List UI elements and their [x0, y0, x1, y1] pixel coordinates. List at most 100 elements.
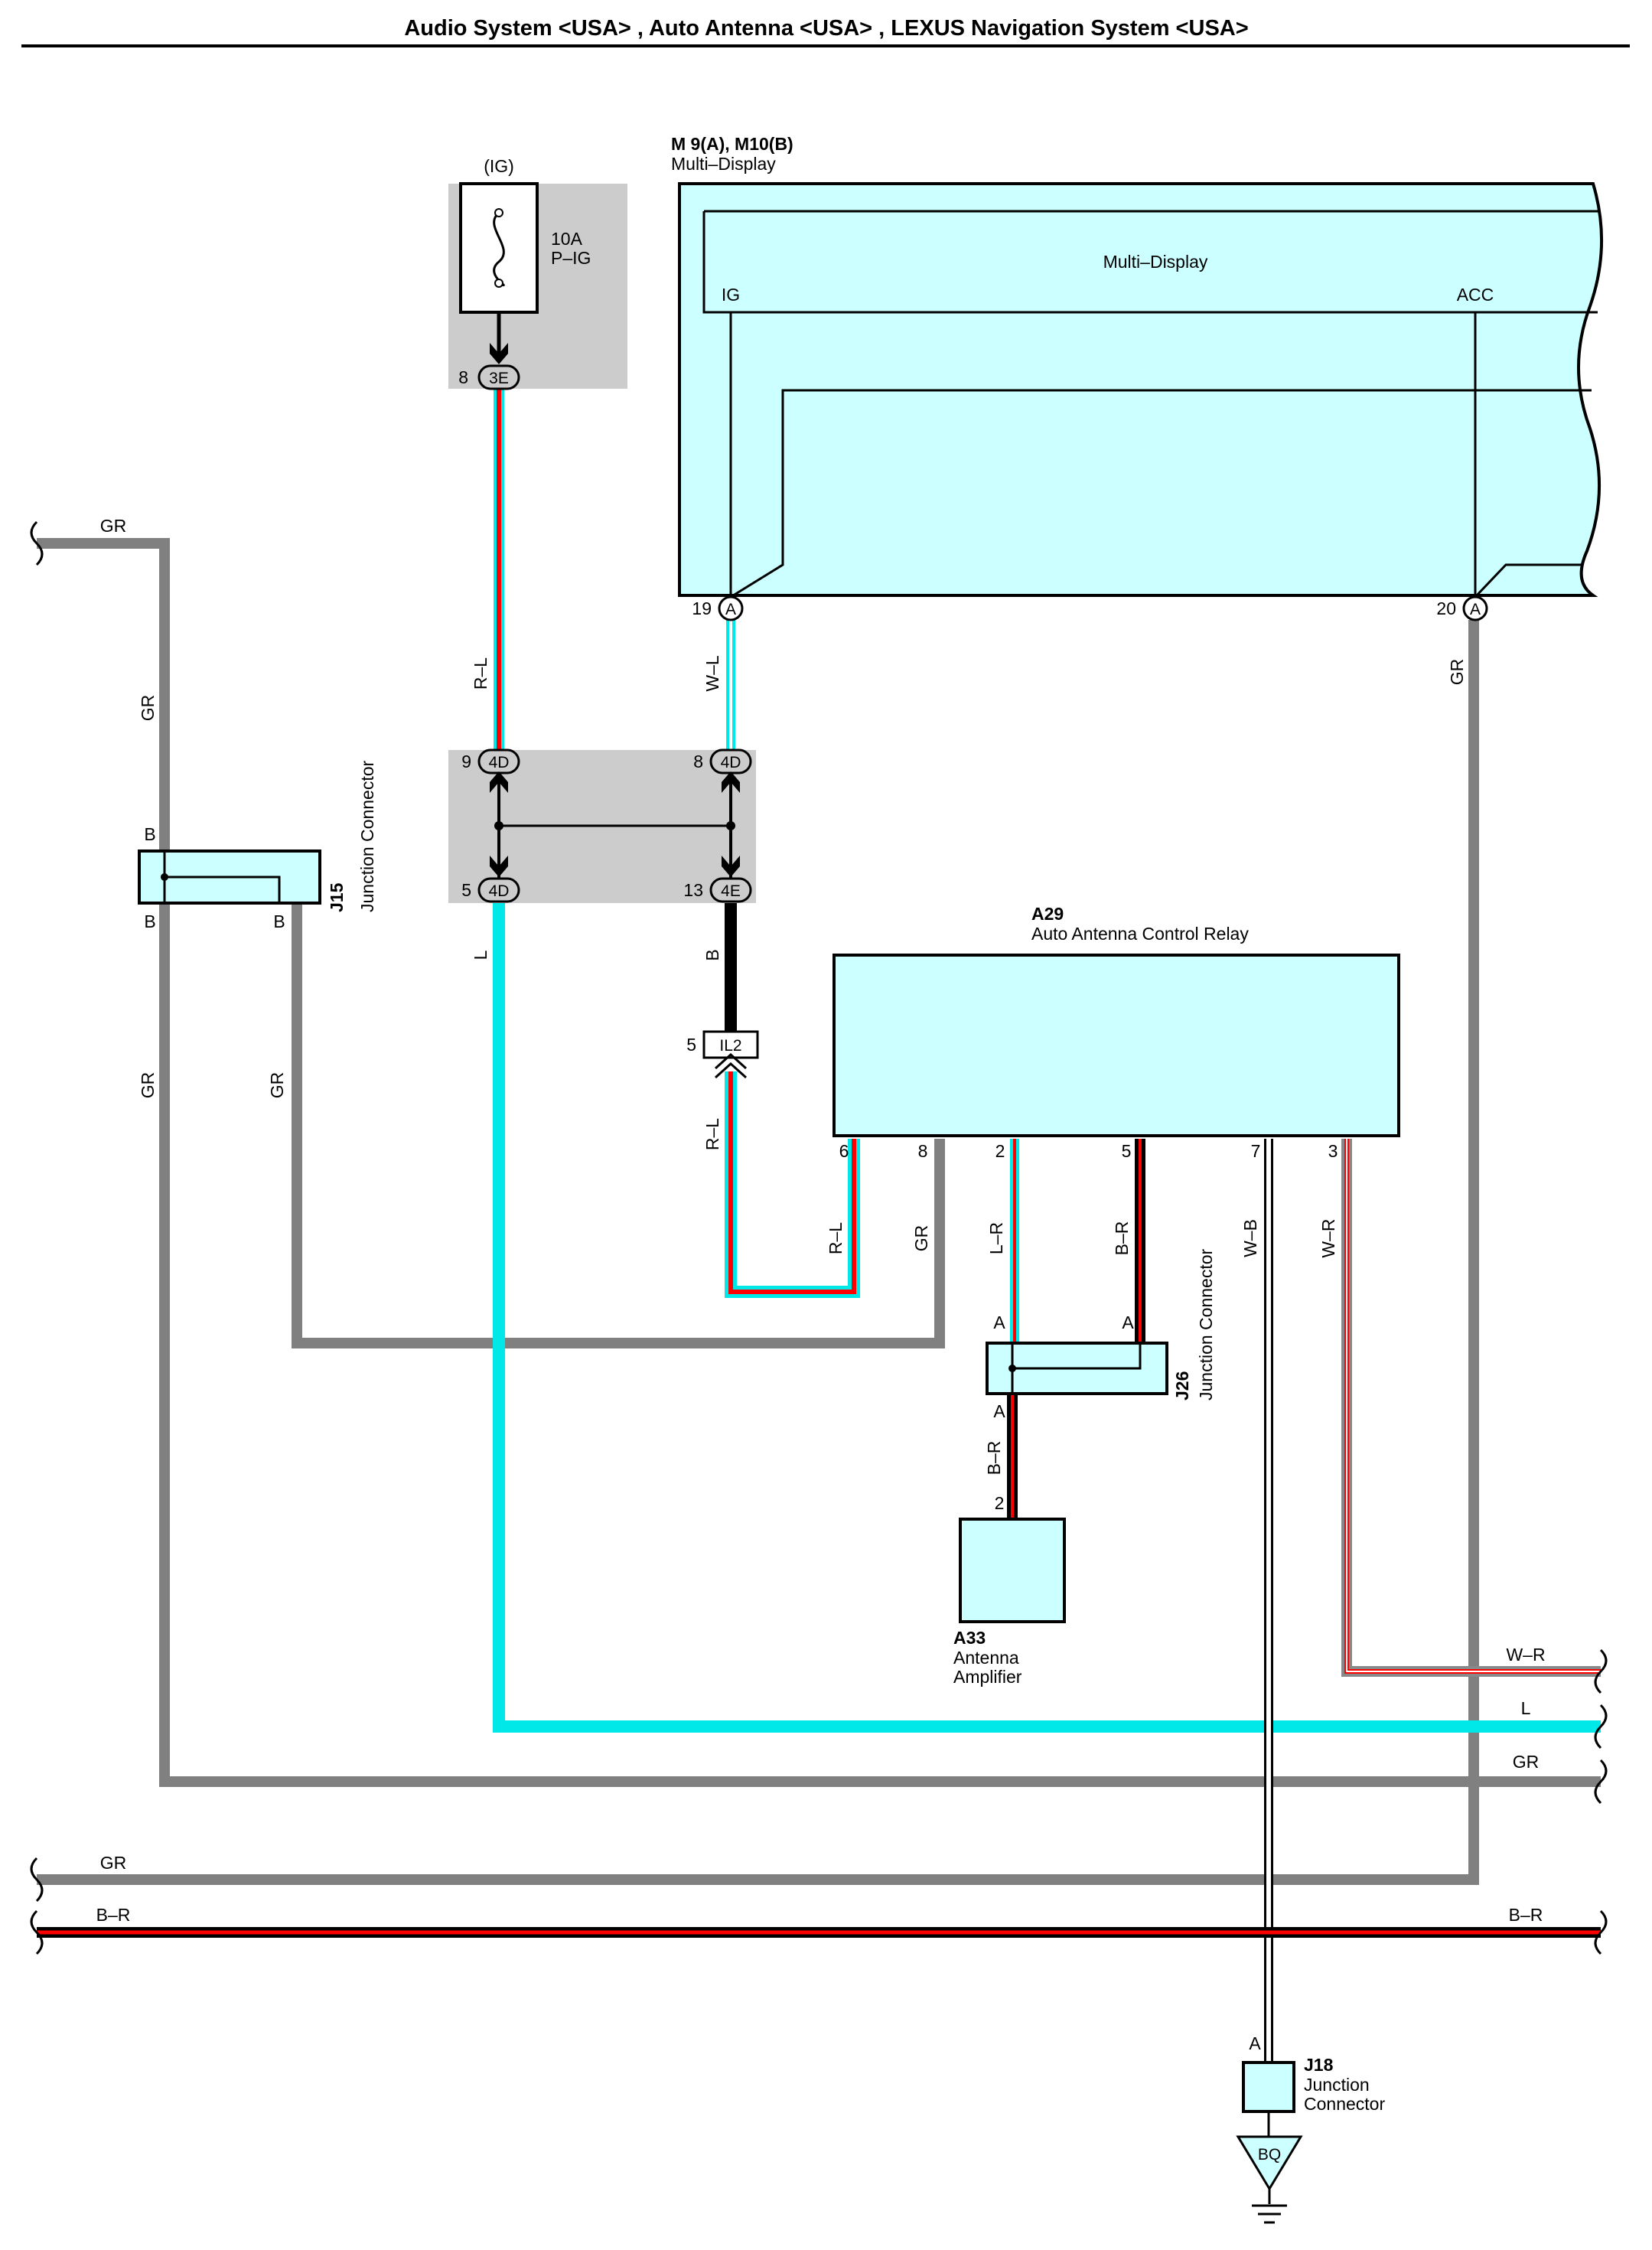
fuse-rating: 10A — [551, 229, 583, 249]
a33-name-1: Antenna — [953, 1648, 1019, 1668]
junction-node-right — [726, 821, 735, 830]
multi-display-pin-20 — [1462, 595, 1488, 621]
break-l-right — [1594, 1704, 1608, 1749]
label-w-b-pin7: W–B — [1240, 1219, 1260, 1257]
wire-l — [493, 903, 1601, 1733]
diagram-title: Audio System <USA> , Auto Antenna <USA> … — [404, 16, 1248, 41]
wire-w-r-white — [1346, 1139, 1601, 1672]
break-w-r-right — [1594, 1648, 1608, 1694]
connector-4d-top-left-label: 4D — [489, 754, 510, 771]
label-b-r-a33: B–R — [984, 1441, 1004, 1476]
multi-display-acc-switch-line — [1474, 563, 1582, 598]
j26-pin-a-right: A — [1122, 1312, 1134, 1332]
junction-arrow-bottom-left — [490, 856, 508, 877]
multi-display-pin-19-conn: A — [725, 601, 736, 618]
multi-display-pin-20-num: 20 — [1436, 598, 1456, 618]
j15-pin-bottom-left: B — [144, 911, 155, 931]
ground-triangle — [1236, 2135, 1303, 2191]
a29-name: Auto Antenna Control Relay — [1031, 924, 1249, 944]
j26-name: Junction Connector — [1196, 1248, 1216, 1401]
label-w-r-right: W–R — [1506, 1645, 1545, 1665]
label-gr-pin8: GR — [911, 1225, 931, 1252]
a29-box — [833, 954, 1400, 1137]
wire-r-l-il2-red — [728, 1071, 856, 1294]
j18-ref: J18 — [1304, 2055, 1334, 2075]
fuse-supply-label: (IG) — [484, 156, 514, 176]
j15-pin-bottom-right: B — [273, 911, 285, 931]
connector-3e — [477, 364, 520, 390]
a29-pin-8: 8 — [918, 1141, 928, 1161]
j18-pin: A — [1249, 2033, 1261, 2053]
label-b-r-pin5: B–R — [1112, 1221, 1132, 1256]
j15-pin-top: B — [144, 824, 155, 844]
label-gr-acc: GR — [1447, 659, 1467, 686]
fuse-symbol-end-bottom — [494, 279, 503, 288]
junction-node-left — [494, 821, 503, 830]
connector-4d-top-right-pin: 8 — [693, 752, 703, 771]
connector-4d-bottom-left-label: 4D — [489, 882, 510, 900]
a33-name-2: Amplifier — [953, 1667, 1022, 1687]
label-r-l-pin6: R–L — [826, 1222, 846, 1254]
j26-pin-a-left: A — [993, 1312, 1005, 1332]
multi-display-inner-box — [702, 210, 1599, 314]
j15-node — [161, 873, 168, 881]
fuse-name: P–IG — [551, 248, 591, 268]
a33-ref: A33 — [953, 1628, 986, 1648]
break-b-r-bottom-right — [1594, 1909, 1608, 1955]
wire-gr-acc — [37, 620, 1479, 1885]
il2-arrow — [714, 1052, 748, 1079]
label-b-r-bottom-right: B–R — [1509, 1905, 1543, 1925]
junction-arrow-bottom-right — [722, 856, 740, 877]
j18-box — [1242, 2061, 1295, 2113]
connector-4d-top-left-pin: 9 — [461, 752, 471, 771]
connector-4d-top-right-label: 4D — [721, 754, 741, 771]
break-gr-right — [1594, 1759, 1608, 1805]
j18-name-2: Connector — [1304, 2094, 1385, 2114]
a29-ref: A29 — [1031, 904, 1064, 924]
label-l-r-pin2: L–R — [986, 1222, 1006, 1254]
wire-gr-top-left — [37, 538, 1601, 1787]
label-gr-j15-lower: GR — [267, 1072, 287, 1099]
multi-display-term-ig: IG — [722, 285, 740, 305]
multi-display-pin-19 — [718, 595, 744, 621]
connector-4e-bottom-right-label: 4E — [721, 882, 741, 900]
label-b-vert: B — [702, 949, 722, 960]
label-gr-left-vert: GR — [138, 695, 158, 722]
multi-display-switch-line — [730, 389, 1592, 598]
multi-display-term-acc: ACC — [1457, 285, 1494, 305]
j15-name: Junction Connector — [357, 760, 377, 912]
multi-display-pin-20-conn: A — [1470, 601, 1481, 618]
multi-display-inner-label: Multi–Display — [1103, 252, 1208, 272]
junction-arrow-top-left — [490, 771, 508, 793]
label-w-l-ig: W–L — [702, 655, 722, 692]
label-b-r-bottom-left: B–R — [96, 1905, 131, 1925]
j18-name-1: Junction — [1304, 2075, 1370, 2095]
connector-3e-label: 3E — [489, 370, 509, 387]
label-gr-left-lower: GR — [138, 1072, 158, 1099]
multi-display-name: Multi–Display — [671, 154, 776, 174]
fuse-arrow — [490, 343, 508, 364]
ground-name: BQ — [1258, 2146, 1281, 2164]
multi-display-pin-19-num: 19 — [692, 598, 712, 618]
fuse-pin: 8 — [458, 367, 468, 387]
j26-node — [1008, 1365, 1016, 1372]
label-l-vert: L — [471, 950, 490, 960]
break-gr-top-left — [30, 520, 44, 566]
connector-4e-bottom-right-pin: 13 — [683, 880, 703, 900]
a29-pin-6: 6 — [839, 1141, 849, 1161]
break-b-r-bottom-left — [30, 1909, 44, 1955]
label-r-l-fuse: R–L — [471, 657, 490, 690]
fuse-box — [459, 182, 539, 314]
junction-arrow-top-right — [722, 771, 740, 793]
j15-ref: J15 — [327, 882, 347, 912]
a29-pin-3: 3 — [1328, 1141, 1338, 1161]
label-gr-right: GR — [1513, 1752, 1540, 1772]
break-gr-bottom-left — [30, 1857, 44, 1903]
a29-pin-2: 2 — [995, 1141, 1005, 1161]
connector-il2-label: IL2 — [719, 1037, 741, 1055]
label-w-r-pin3: W–R — [1318, 1218, 1338, 1257]
fuse-symbol-end-top — [494, 208, 503, 217]
connector-il2-pin: 5 — [686, 1035, 696, 1055]
label-r-l-il2: R–L — [702, 1118, 722, 1150]
